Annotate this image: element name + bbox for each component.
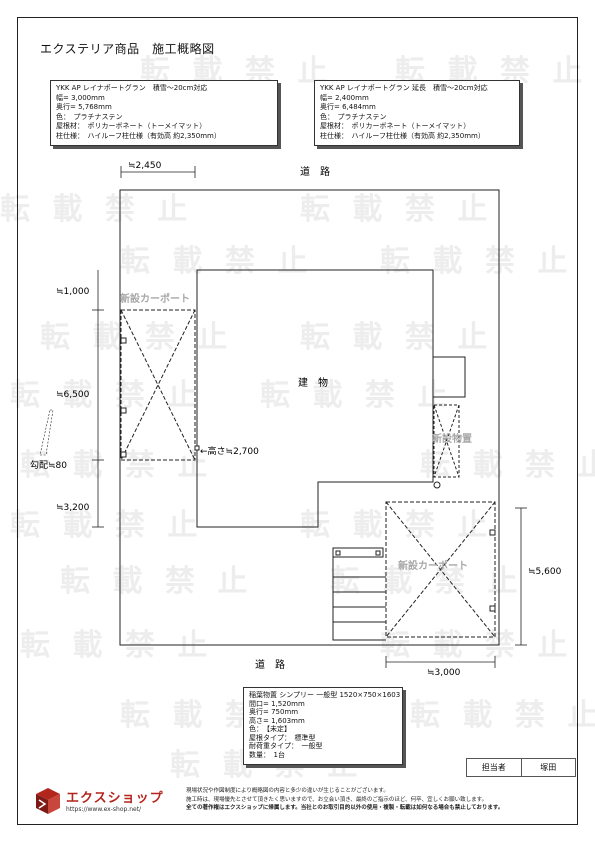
- carport-post: [120, 407, 127, 414]
- signature-name: 塚田: [540, 763, 557, 772]
- spec-box-shed: 稲葉物置 シンプリー 一般型 1520×750×1603 間口= 1,520mm…: [243, 687, 403, 765]
- lot-boundary: [119, 189, 500, 646]
- logo-url: https://www.ex-shop.net/: [66, 806, 142, 813]
- drawing-frame: [17, 17, 578, 825]
- logo-name: エクスショップ: [66, 791, 164, 806]
- step-post: [335, 550, 341, 556]
- note-line: 現場状況や作図制度により概略図の内容と多少の違いが生じることがございます。: [186, 788, 389, 794]
- carport-right: [385, 501, 496, 638]
- building-label: 建 物: [298, 376, 328, 389]
- spec-line: YKK AP レイナポートグラン 延長 積雪〜20cm対応: [320, 84, 488, 92]
- carport-left-diagonal: [120, 309, 196, 461]
- spec-line: 屋根材： ポリカーボネート（トーメイマット）: [320, 122, 471, 130]
- dim-left-1000: ≒1,000: [56, 287, 90, 297]
- page-title: エクステリア商品 施工概略図: [40, 42, 215, 56]
- note-line: 施工時は、現場優先とさせて頂きたく思いますので、お立会い頂き、最終のご指示のほど…: [186, 796, 488, 803]
- spec-line: 柱仕様： ハイルーフ柱仕様（有効高 約2,350mm）: [320, 131, 485, 140]
- building-outline: [196, 269, 466, 528]
- shed-outline: [433, 404, 460, 478]
- spec-box-carport-left: YKK AP レイナポートグラン 積雪〜20cm対応 幅= 3,000mm 奥行…: [50, 80, 278, 146]
- dim-right-5600: ≒5,600: [528, 567, 562, 577]
- footer-notes: 現場状況や作図制度により概略図の内容と多少の違いが生じることがございます。 施工…: [186, 787, 503, 813]
- spec-line: 高さ= 1,603mm: [249, 716, 305, 725]
- carport-right-diagonal: [385, 501, 496, 638]
- spec-line: 幅= 2,400mm: [320, 93, 369, 102]
- road-bottom-label: 道 路: [255, 658, 285, 671]
- dim-bottom-3000: ≒3,000: [427, 668, 461, 678]
- height-label: ←高さ≒2,700: [200, 445, 259, 457]
- spec-line: 色： プラチナステン: [56, 112, 123, 121]
- signature-box: 担当者 塚田: [466, 758, 576, 777]
- shed-diagonal: [433, 404, 460, 478]
- spec-line: 柱仕様： ハイルーフ柱仕様（有効高 約2,350mm）: [56, 131, 221, 140]
- dim-left-3200: ≒3,200: [56, 503, 90, 513]
- spec-line: 色： 【未定】: [249, 725, 291, 733]
- spec-line: 稲葉物置 シンプリー 一般型 1520×750×1603: [249, 691, 401, 699]
- note-line: 全ての著作権はエクスショップに帰属します。当社とのお取引目的以外の使用・複製・転…: [186, 805, 504, 811]
- meter-symbol: [433, 481, 441, 489]
- carport-left-label: 新設カーポート: [120, 292, 190, 305]
- company-logo: エクスショップ https://www.ex-shop.net/: [34, 784, 164, 820]
- step-top: [332, 547, 384, 558]
- spec-line: 屋根材： ポリカーボネート（トーメイマット）: [56, 122, 207, 130]
- carport-post: [489, 605, 496, 612]
- spec-line: 色： プラチナステン: [320, 112, 387, 121]
- carport-left-diagonal: [120, 309, 196, 461]
- slope-indicator: [39, 409, 54, 456]
- steps-outline: [332, 557, 386, 641]
- spec-line: 間口= 1,520mm: [249, 699, 305, 708]
- shed-label: 新設物置: [432, 432, 472, 445]
- box-logo-icon: [36, 788, 60, 814]
- carport-post: [194, 445, 200, 451]
- spec-line: 数量： 1台: [249, 750, 285, 759]
- road-top-label: 道 路: [300, 165, 330, 178]
- spec-line: 幅= 3,000mm: [56, 93, 105, 102]
- spec-line: 奥行= 5,768mm: [56, 103, 112, 111]
- spec-line: 屋根タイプ： 標準型: [249, 733, 316, 742]
- dim-left-6500: ≒6,500: [56, 390, 90, 400]
- slope-label: 勾配≒80: [30, 459, 67, 471]
- spec-line: YKK AP レイナポートグラン 積雪〜20cm対応: [56, 84, 208, 92]
- step-post: [375, 550, 381, 556]
- signature-label: 担当者: [467, 759, 522, 776]
- spec-box-carport-right: YKK AP レイナポートグラン 延長 積雪〜20cm対応 幅= 2,400mm…: [314, 80, 520, 146]
- carport-post: [489, 529, 496, 536]
- carport-post: [120, 337, 127, 344]
- spec-line: 耐荷重タイプ： 一般型: [249, 742, 323, 750]
- carport-post: [120, 451, 127, 458]
- spec-line: 奥行= 6,484mm: [320, 103, 376, 111]
- carport-left: [120, 309, 196, 461]
- spec-line: 奥行= 750mm: [249, 708, 299, 716]
- shed-diagonal: [433, 404, 460, 478]
- dim-top-width: ≒2,450: [128, 161, 162, 171]
- carport-right-label: 新設カーポート: [398, 559, 468, 572]
